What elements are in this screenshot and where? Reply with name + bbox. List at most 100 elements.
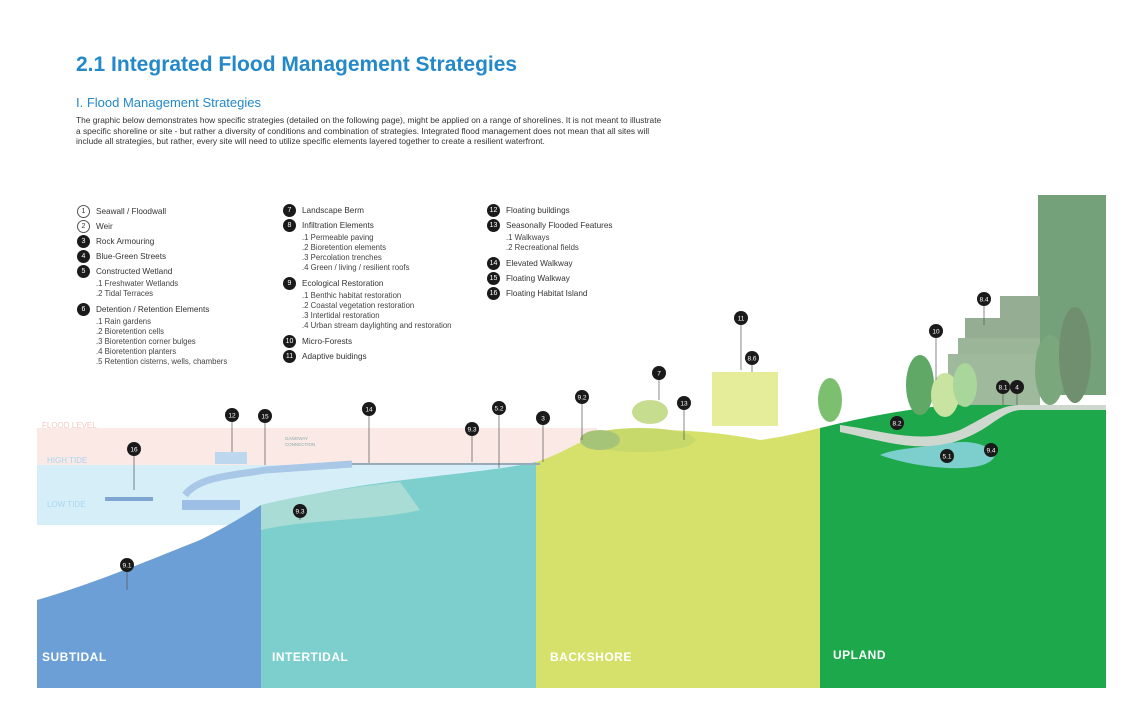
legend-subitem: .2 Recreational fields <box>506 243 579 252</box>
callout-marker: 9.4 <box>984 443 998 457</box>
callout-marker: 9.2 <box>575 390 589 440</box>
zone-label-intertidal: INTERTIDAL <box>272 650 348 664</box>
callout-label: 5.1 <box>942 453 951 460</box>
legend-label: Rock Armouring <box>96 237 155 246</box>
callout-marker: 8.4 <box>977 292 991 325</box>
callout-marker: 3 <box>536 411 550 462</box>
floating-walkway <box>182 460 353 498</box>
low-tide-label: LOW TIDE <box>47 500 86 509</box>
legend-number-badge: 5 <box>77 265 90 278</box>
legend-subitem: .2 Coastal vegetation restoration <box>302 301 415 310</box>
legend-number-badge: 1 <box>77 205 90 218</box>
callout-marker: 9.3 <box>465 422 479 462</box>
floating-building <box>215 452 247 464</box>
legend-number-badge: 2 <box>77 220 90 233</box>
legend-number-badge: 10 <box>283 335 296 348</box>
callout-marker: 11 <box>734 311 748 370</box>
legend-subitem: .4 Urban stream daylighting and restorat… <box>302 321 452 330</box>
callout-label: 9.1 <box>122 562 131 569</box>
zone-label-subtidal: SUBTIDAL <box>42 650 107 664</box>
legend-subitem: .4 Bioretention planters <box>96 347 177 356</box>
gangway-label: CONNECTION <box>285 442 315 447</box>
callout-marker: 14 <box>362 402 376 463</box>
legend-subitem: .2 Tidal Terraces <box>96 289 154 298</box>
legend-subitem: .1 Rain gardens <box>96 317 152 326</box>
upland-zone <box>820 380 1106 688</box>
callout-marker: 9.1 <box>120 558 134 590</box>
callout-marker: 4 <box>1010 380 1024 405</box>
floating-platform <box>182 500 240 510</box>
callout-marker: 12 <box>225 408 239 452</box>
legend-item: 2 Weir <box>77 219 227 234</box>
callout-label: 9.2 <box>577 394 586 401</box>
legend-number-badge: 7 <box>283 204 296 217</box>
callout-label: 8.1 <box>998 384 1007 391</box>
callout-label: 14 <box>365 406 373 413</box>
callout-label: 7 <box>657 370 661 377</box>
legend-item: 12 Floating buildings <box>487 203 613 218</box>
legend-subitem: .4 Green / living / resilient roofs <box>302 263 410 272</box>
callout-label: 5.2 <box>494 405 503 412</box>
callout-label: 10 <box>932 328 940 335</box>
high-tide-label: HIGH TIDE <box>47 456 87 465</box>
section-subtitle: I. Flood Management Strategies <box>76 95 261 110</box>
legend-label: Weir <box>96 222 113 231</box>
adaptive-building <box>712 372 778 426</box>
flood-band <box>37 428 597 465</box>
callout-marker: 9.3 <box>293 504 307 520</box>
callout-label: 9.3 <box>295 508 304 515</box>
callout-label: 15 <box>261 413 269 420</box>
legend-number-badge: 3 <box>77 235 90 248</box>
legend-subitem: .1 Freshwater Wetlands <box>96 279 179 288</box>
subtidal-zone <box>37 505 261 688</box>
legend-subitem: .2 Bioretention elements <box>302 243 387 252</box>
callout-label: 16 <box>130 446 138 453</box>
callout-marker: 5.1 <box>940 449 954 463</box>
legend-number-badge: 4 <box>77 250 90 263</box>
intro-paragraph: The graphic below demonstrates how speci… <box>76 115 662 147</box>
callout-marker: 16 <box>127 442 141 490</box>
gangway-label: GANGWAY <box>285 436 308 441</box>
legend-label: Infiltration Elements <box>302 221 374 230</box>
legend-subitem: .1 Benthic habitat restoration <box>302 291 402 300</box>
callout-label: 8.4 <box>979 296 988 303</box>
legend-subitem: .5 Retention cisterns, wells, chambers <box>96 357 228 366</box>
legend-item: 4 Blue-Green Streets <box>77 249 227 264</box>
legend-label: Floating buildings <box>506 206 570 215</box>
legend-number-badge: 16 <box>487 287 500 300</box>
callout-marker: 8.2 <box>890 416 904 430</box>
callout-marker: 8.6 <box>745 351 759 372</box>
zone-label-backshore: BACKSHORE <box>550 650 632 664</box>
legend-label: Adaptive buidings <box>302 352 367 361</box>
legend-subitem: .1 Permeable paving <box>302 233 374 242</box>
daylit-stream <box>880 442 995 469</box>
callout-marker: 15 <box>258 409 272 465</box>
callout-label: 4 <box>1015 384 1019 391</box>
legend-item: 10 Micro-Forests <box>283 334 452 349</box>
legend-subitem: .3 Intertidal restoration <box>302 311 380 320</box>
floating-habitat-island <box>105 497 153 501</box>
legend-label: Blue-Green Streets <box>96 252 167 261</box>
trees <box>580 307 1091 450</box>
legend-label: Floating Walkway <box>506 274 570 283</box>
callout-label: 13 <box>680 400 688 407</box>
legend-number-badge: 12 <box>487 204 500 217</box>
legend-label: Seasonally Flooded Features <box>506 221 613 230</box>
intertidal-shelf <box>261 482 420 530</box>
legend-subitem: .1 Walkways <box>506 233 550 242</box>
callout-label: 8.6 <box>747 355 756 362</box>
legend-label: Micro-Forests <box>302 337 353 346</box>
callout-marker: 13 <box>677 396 691 440</box>
legend-number-badge: 11 <box>283 350 296 363</box>
callout-label: 9.4 <box>986 447 995 454</box>
